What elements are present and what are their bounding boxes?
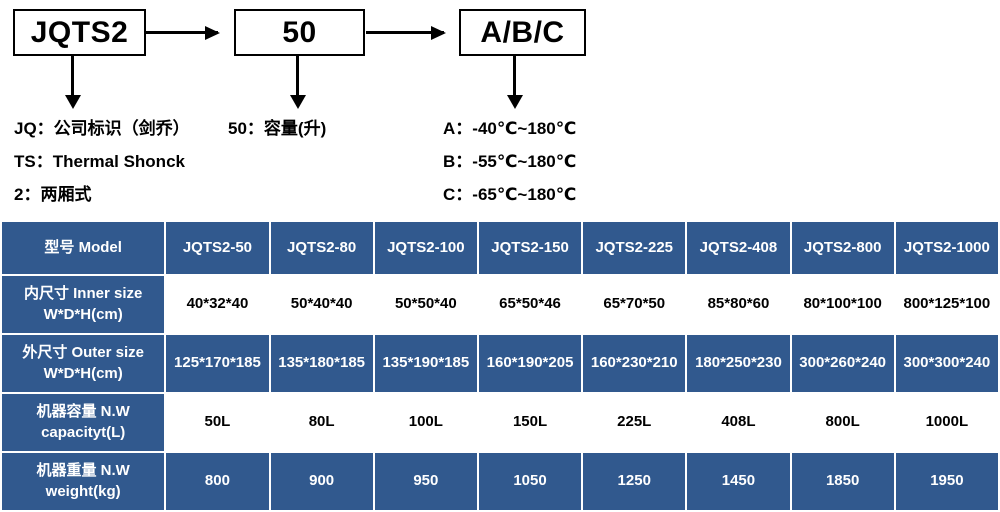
table-cell: 180*250*230 xyxy=(687,335,790,392)
row-label-outer-size: 外尺寸 Outer size W*D*H(cm) xyxy=(2,335,165,392)
table-cell: 408L xyxy=(687,394,790,451)
table-cell: 300*300*240 xyxy=(895,335,998,392)
header-cell-model: JQTS2-225 xyxy=(583,222,686,274)
header-cell-model: JQTS2-50 xyxy=(166,222,269,274)
row-label-line2: capacityt(L) xyxy=(41,423,126,441)
table-row: 外尺寸 Outer size W*D*H(cm) 125*170*185 135… xyxy=(2,335,998,392)
table-cell: 800*125*100 xyxy=(895,276,998,333)
header-cell-model: JQTS2-800 xyxy=(791,222,894,274)
table-cell: 50*50*40 xyxy=(374,276,477,333)
table-cell: 65*70*50 xyxy=(583,276,686,333)
arrow-right-icon xyxy=(366,25,446,40)
diagram-box-temperature: A/B/C xyxy=(459,9,586,56)
table-cell: 225L xyxy=(583,394,686,451)
table-row: 机器重量 N.W weight(kg) 800 900 950 1050 125… xyxy=(2,453,998,510)
row-label-capacity: 机器容量 N.W capacityt(L) xyxy=(2,394,165,451)
legend-line: C：-65℃~180℃ xyxy=(443,185,577,204)
table-cell: 1250 xyxy=(583,453,686,510)
table-cell: 1850 xyxy=(791,453,894,510)
table-cell: 950 xyxy=(374,453,477,510)
diagram-box-model: JQTS2 xyxy=(13,9,146,56)
legend-line: TS：Thermal Shonck xyxy=(14,152,185,171)
table-cell: 1050 xyxy=(478,453,582,510)
table-cell: 135*190*185 xyxy=(374,335,477,392)
legend-line: JQ：公司标识（剑乔） xyxy=(14,119,190,138)
table-cell: 125*170*185 xyxy=(166,335,269,392)
table-row: 内尺寸 Inner size W*D*H(cm) 40*32*40 50*40*… xyxy=(2,276,998,333)
row-label-line1: 机器容量 N.W xyxy=(36,403,130,421)
table-cell: 135*180*185 xyxy=(270,335,373,392)
row-label-line2: W*D*H(cm) xyxy=(43,305,123,323)
table-cell: 1950 xyxy=(895,453,998,510)
table-cell: 160*190*205 xyxy=(478,335,582,392)
table-header-row: 型号 Model JQTS2-50 JQTS2-80 JQTS2-100 JQT… xyxy=(2,222,998,274)
header-cell-model: JQTS2-100 xyxy=(374,222,477,274)
row-label-weight: 机器重量 N.W weight(kg) xyxy=(2,453,165,510)
header-cell-model: JQTS2-408 xyxy=(687,222,790,274)
table-cell: 300*260*240 xyxy=(791,335,894,392)
table-cell: 50L xyxy=(166,394,269,451)
header-cell-model: JQTS2-80 xyxy=(270,222,373,274)
table-cell: 85*80*60 xyxy=(687,276,790,333)
table-cell: 800 xyxy=(166,453,269,510)
table-cell: 160*230*210 xyxy=(583,335,686,392)
legend-line: B：-55℃~180℃ xyxy=(443,152,577,171)
arrow-right-icon xyxy=(146,25,220,40)
table-cell: 40*32*40 xyxy=(166,276,269,333)
arrow-down-icon xyxy=(289,56,306,109)
legend-temperature-range: A：-40℃~180℃ B：-55℃~180℃ C：-65℃~180℃ xyxy=(443,112,576,211)
legend-line: A：-40℃~180℃ xyxy=(443,119,577,138)
row-label-inner-size: 内尺寸 Inner size W*D*H(cm) xyxy=(2,276,165,333)
row-label-line2: W*D*H(cm) xyxy=(43,364,123,382)
header-cell-model-label: 型号 Model xyxy=(2,222,165,274)
legend-model-code: JQ：公司标识（剑乔） TS：Thermal Shonck 2：两厢式 xyxy=(14,112,190,211)
table-cell: 800L xyxy=(791,394,894,451)
table-cell: 1450 xyxy=(687,453,790,510)
header-cell-model: JQTS2-1000 xyxy=(895,222,998,274)
row-label-line1: 机器重量 N.W xyxy=(36,462,130,480)
table-cell: 50*40*40 xyxy=(270,276,373,333)
row-label-line1: 内尺寸 Inner size xyxy=(23,285,143,303)
table-cell: 1000L xyxy=(895,394,998,451)
arrow-down-icon xyxy=(64,56,81,109)
diagram-box-volume: 50 xyxy=(234,9,365,56)
row-label-line1: 外尺寸 Outer size xyxy=(22,344,145,362)
legend-volume: 50：容量(升) xyxy=(228,112,326,145)
legend-line: 2：两厢式 xyxy=(14,185,92,204)
table-cell: 150L xyxy=(478,394,582,451)
arrow-down-icon xyxy=(506,56,523,109)
model-code-diagram: JQTS2 50 A/B/C JQ：公司标识（剑乔） TS：Thermal Sh… xyxy=(0,0,1000,214)
table-row: 机器容量 N.W capacityt(L) 50L 80L 100L 150L … xyxy=(2,394,998,451)
table-cell: 80*100*100 xyxy=(791,276,894,333)
legend-line: 50：容量(升) xyxy=(228,119,327,138)
table-cell: 100L xyxy=(374,394,477,451)
specification-table: 型号 Model JQTS2-50 JQTS2-80 JQTS2-100 JQT… xyxy=(0,220,1000,512)
table-cell: 900 xyxy=(270,453,373,510)
table-cell: 80L xyxy=(270,394,373,451)
row-label-line2: weight(kg) xyxy=(45,482,121,500)
table-cell: 65*50*46 xyxy=(478,276,582,333)
header-cell-model: JQTS2-150 xyxy=(478,222,582,274)
